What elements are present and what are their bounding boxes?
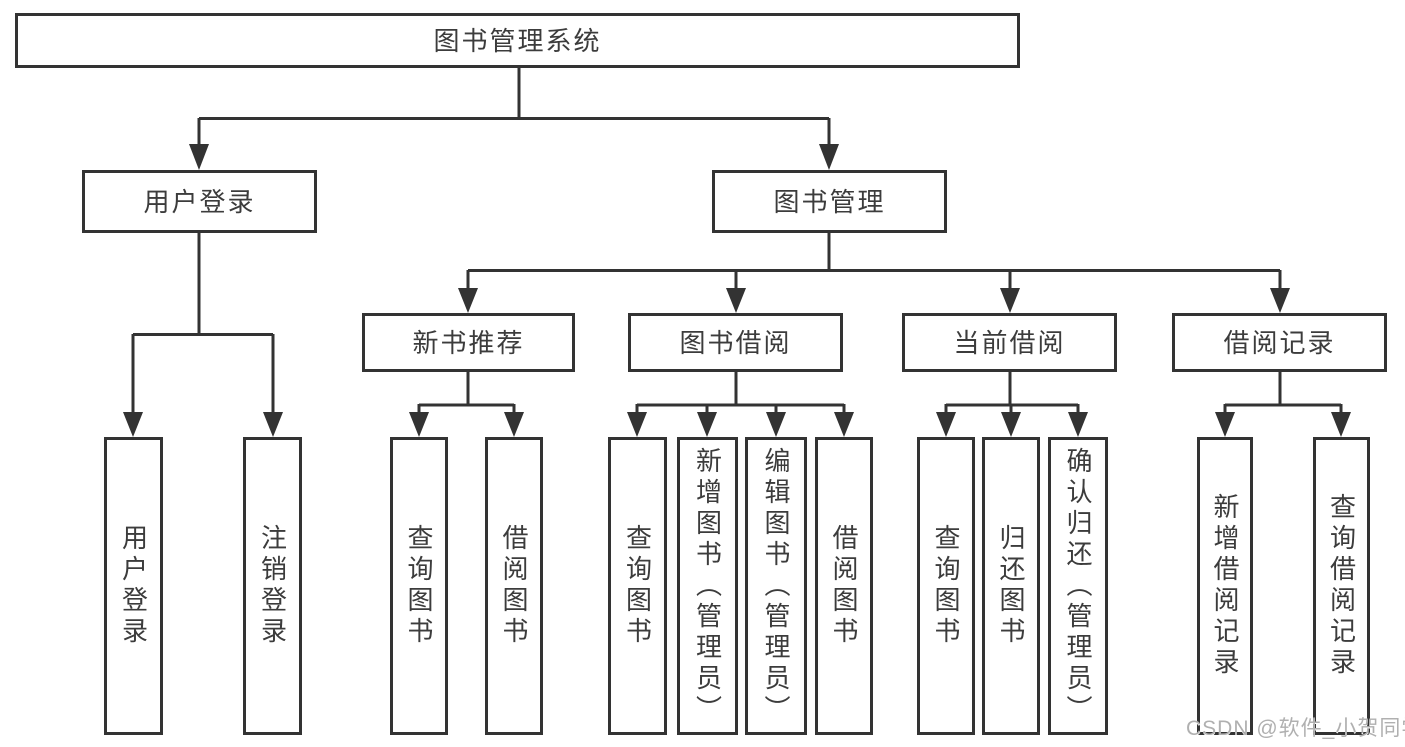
leaf-borrow-books: 借阅图书 <box>815 437 873 735</box>
leaf-add-books-admin: 新增图书（管理员） <box>677 437 738 735</box>
node-book-borrow: 图书借阅 <box>628 313 843 372</box>
node-borrow-records: 借阅记录 <box>1172 313 1387 372</box>
node-current-borrow: 当前借阅 <box>902 313 1117 372</box>
node-user-login: 用户登录 <box>82 170 317 233</box>
node-book-management: 图书管理 <box>712 170 947 233</box>
leaf-logout: 注销登录 <box>243 437 302 735</box>
leaf-return-books: 归还图书 <box>982 437 1040 735</box>
leaf-confirm-return-admin: 确认归还（管理员） <box>1048 437 1108 735</box>
leaf-borrow-books-recommend: 借阅图书 <box>485 437 543 735</box>
leaf-query-borrow-record: 查询借阅记录 <box>1313 437 1370 735</box>
leaf-user-login: 用户登录 <box>104 437 163 735</box>
leaf-add-borrow-record: 新增借阅记录 <box>1197 437 1253 735</box>
leaf-query-books-recommend: 查询图书 <box>390 437 448 735</box>
node-root: 图书管理系统 <box>15 13 1020 68</box>
leaf-query-books-borrow: 查询图书 <box>608 437 667 735</box>
leaf-query-books-current: 查询图书 <box>917 437 975 735</box>
csdn-watermark: CSDN @软件_小贺同学 <box>1186 717 1405 740</box>
node-new-book-recommend: 新书推荐 <box>362 313 575 372</box>
leaf-edit-books-admin: 编辑图书（管理员） <box>745 437 807 735</box>
